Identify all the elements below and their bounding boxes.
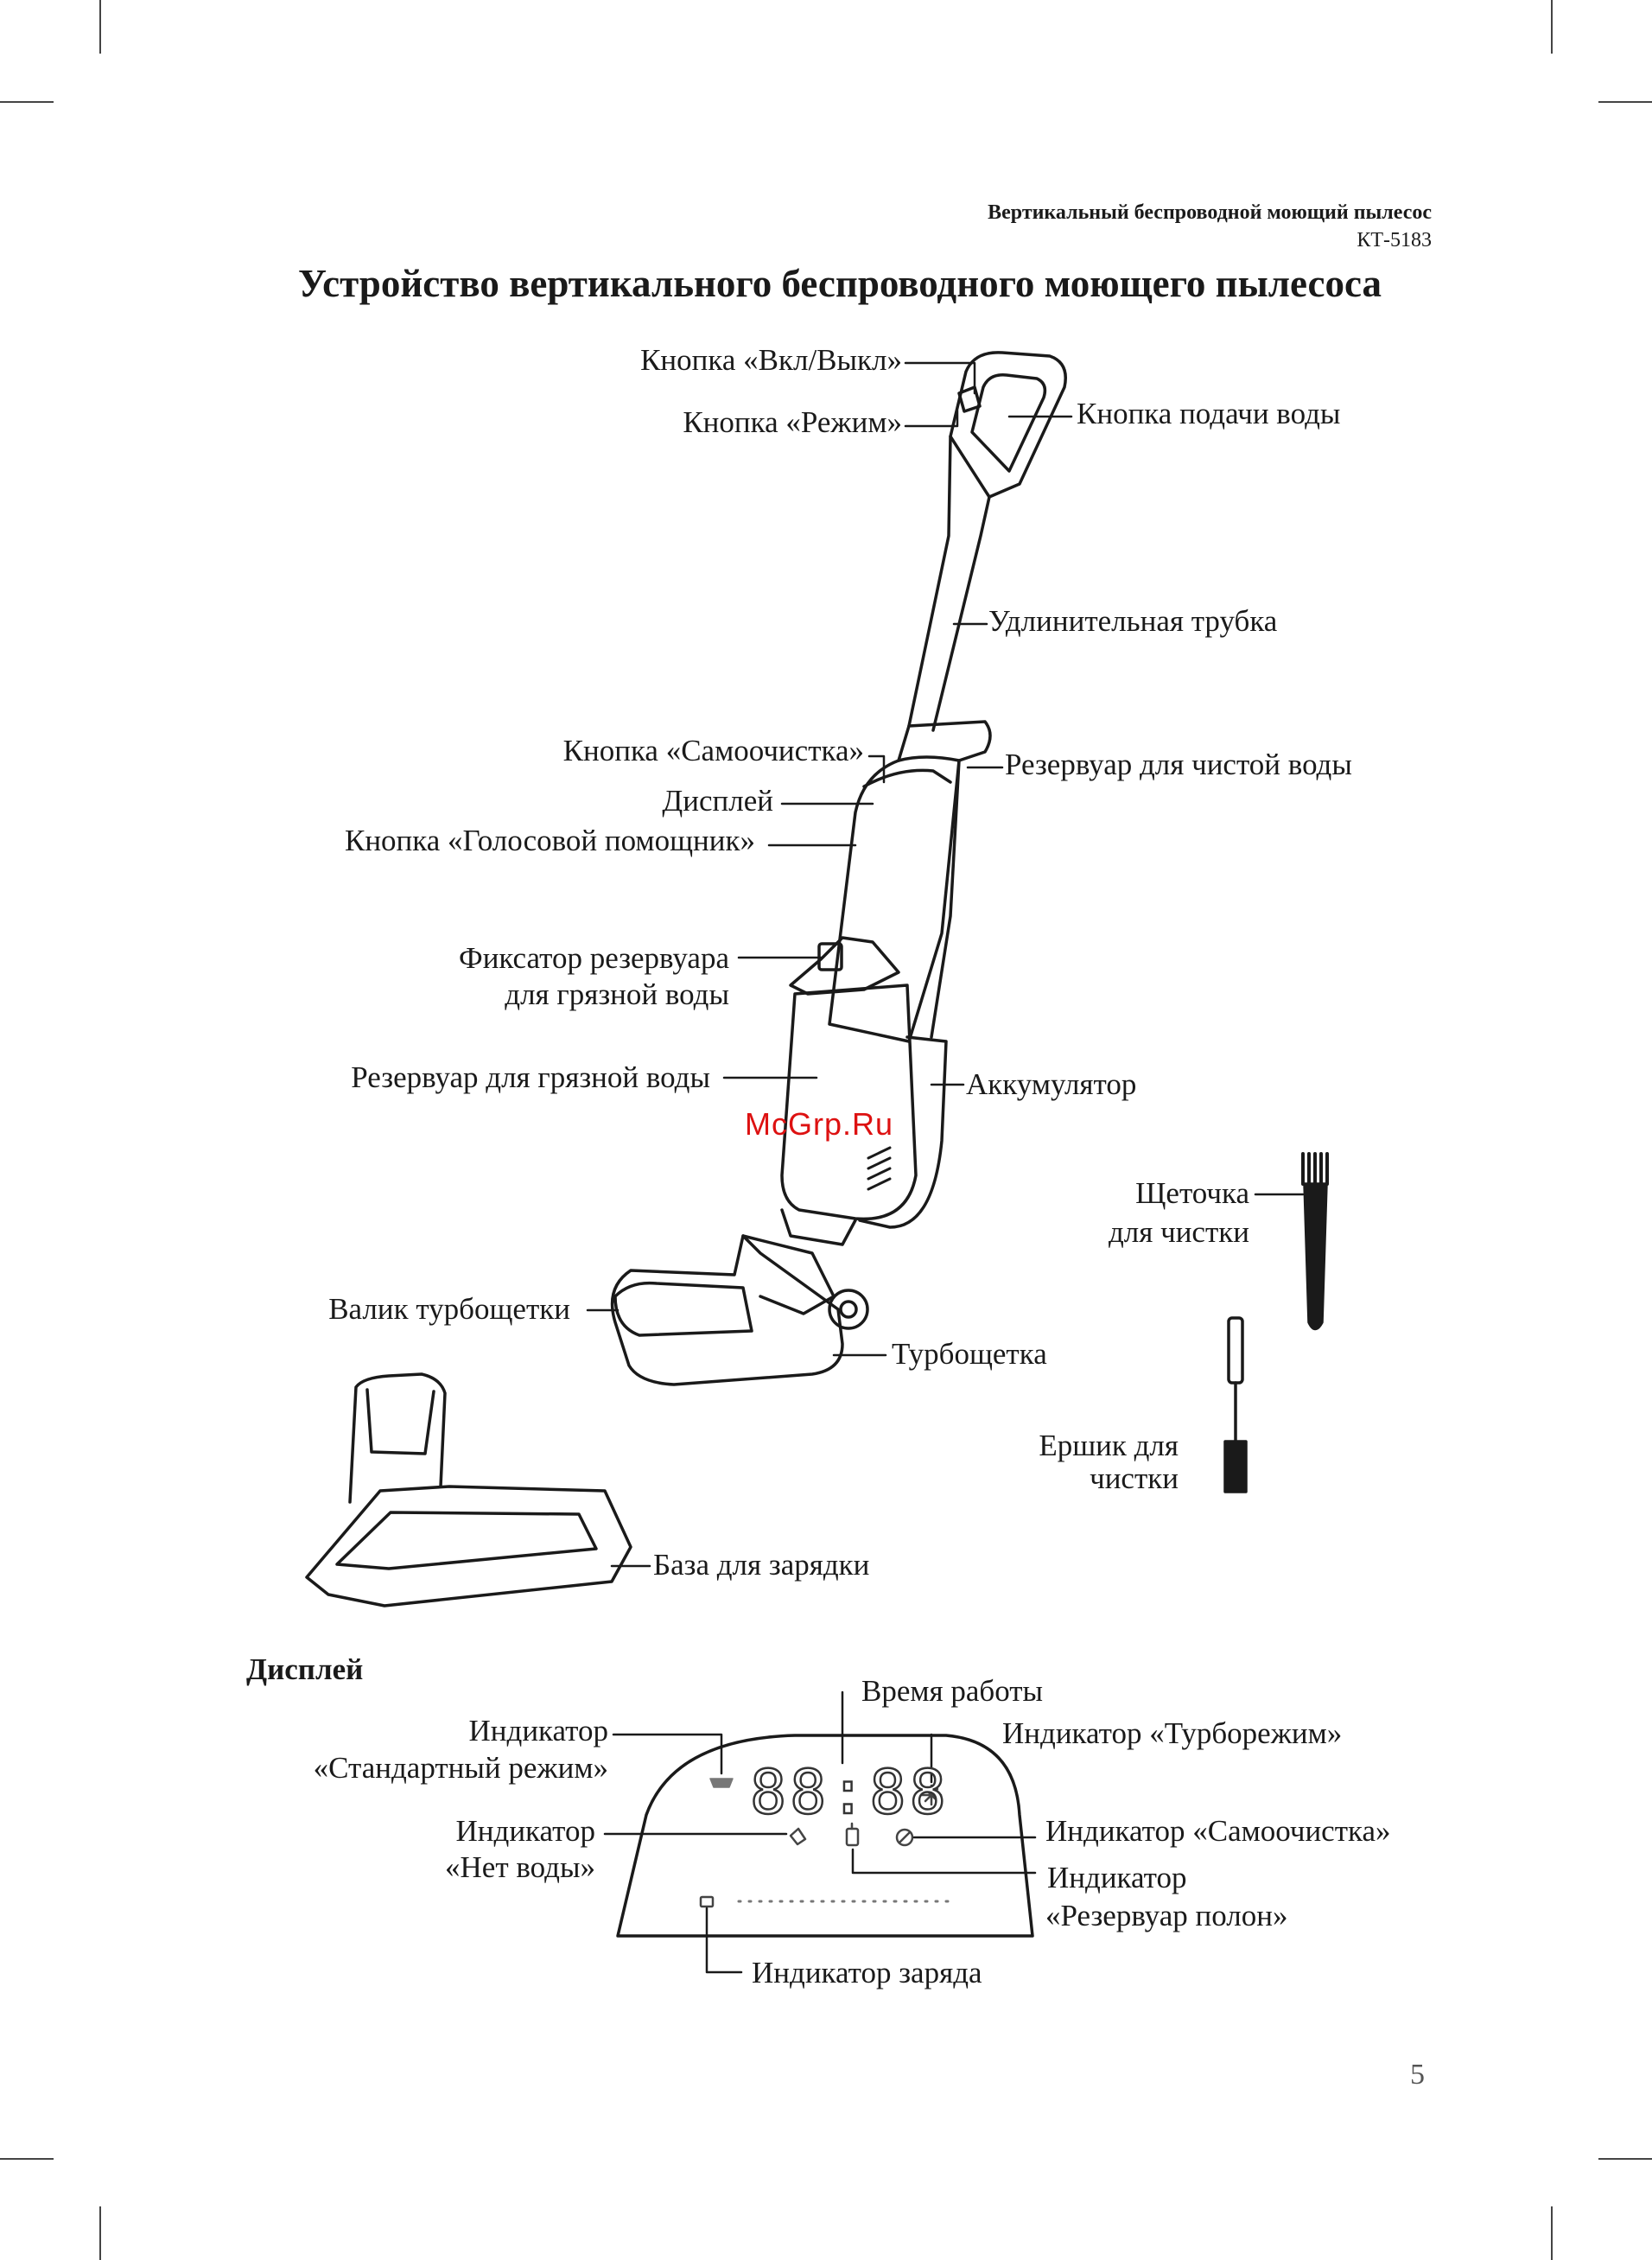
label-mode-button: Кнопка «Режим» (683, 405, 902, 439)
base-post (348, 1372, 447, 1504)
handle-inner (970, 373, 1047, 473)
label-brush-line2: для чистки (1108, 1215, 1249, 1249)
crop-mark (1598, 101, 1652, 103)
header-product: Вертикальный беспроводной моющий пылесос (988, 201, 1432, 224)
display-outline (616, 1734, 1034, 1938)
tank-full-icon (845, 1822, 860, 1847)
crop-mark (1551, 2206, 1553, 2260)
cleaning-brush-handle (1303, 1182, 1328, 1331)
neck (780, 1208, 857, 1246)
label-latch-line1: Фиксатор резервуара (459, 941, 729, 975)
page-number: 5 (1410, 2059, 1425, 2091)
label-latch-line2: для грязной воды (505, 977, 729, 1011)
handle-button (957, 385, 982, 413)
display-digits: 88:88 (749, 1756, 950, 1830)
roller (613, 1281, 753, 1337)
no-water-icon (789, 1827, 807, 1846)
main-body (828, 755, 961, 1043)
label-roller: Валик турбощетки (328, 1292, 570, 1326)
label-turbo-indicator: Индикатор «Турборежим» (1002, 1716, 1343, 1750)
cleaning-brush-bristles (1301, 1152, 1329, 1186)
crop-mark (99, 2206, 101, 2260)
label-tank-full-line1: Индикатор (1047, 1861, 1187, 1894)
header-model: КТ-5183 (1357, 229, 1432, 251)
label-water-button: Кнопка подачи воды (1077, 397, 1341, 430)
display-top (862, 768, 952, 788)
label-extension-tube: Удлинительная трубка (988, 604, 1278, 638)
base-plate (305, 1485, 632, 1607)
label-brush-line1: Щеточка (1135, 1176, 1249, 1210)
crop-mark (0, 101, 54, 103)
label-selfclean-button: Кнопка «Самоочистка» (562, 734, 864, 767)
label-dirty-tank: Резервуар для грязной воды (351, 1060, 710, 1094)
base-inner (335, 1511, 598, 1570)
latch (789, 936, 900, 996)
wheel-hub (839, 1300, 858, 1319)
label-pipe-cleaner-line1: Ершик для (1039, 1429, 1179, 1462)
turbo-head (610, 1234, 844, 1386)
label-tank-full-line2: «Резервуар полон» (1045, 1899, 1288, 1932)
label-charging-base: База для зарядки (653, 1548, 870, 1582)
dirty-tank (780, 984, 918, 1221)
label-voice-button: Кнопка «Голосовой помощник» (344, 824, 755, 857)
crop-mark (1598, 2158, 1652, 2160)
label-nowater-line1: Индикатор (455, 1814, 595, 1848)
standard-mode-icon (709, 1778, 734, 1788)
charge-icon (699, 1895, 715, 1908)
page-title: Устройство вертикального беспроводного м… (298, 262, 1382, 305)
crop-mark (99, 0, 101, 54)
label-nowater-line2: «Нет воды» (445, 1850, 595, 1884)
watermark: McGrp.Ru (745, 1106, 894, 1142)
section-title-display: Дисплей (246, 1652, 364, 1686)
label-pipe-cleaner-line2: чистки (1090, 1461, 1179, 1495)
crop-mark (1551, 0, 1553, 54)
battery (858, 1035, 948, 1229)
battery-vents (867, 1146, 892, 1191)
label-clean-tank: Резервуар для чистой воды (1005, 748, 1352, 781)
pipe-cleaner-brush (1223, 1440, 1248, 1493)
label-standard-line2: «Стандартный режим» (313, 1751, 608, 1785)
tube (907, 435, 991, 732)
label-battery: Аккумулятор (966, 1067, 1137, 1101)
label-runtime: Время работы (861, 1674, 1044, 1708)
selfclean-icon (895, 1828, 914, 1847)
label-selfclean-indicator: Индикатор «Самоочистка» (1045, 1814, 1391, 1848)
wheel (828, 1289, 869, 1330)
label-turbo-brush: Турбощетка (892, 1337, 1047, 1371)
crop-mark (0, 2158, 54, 2160)
turbo-mode-icon (920, 1784, 943, 1806)
base-holder (365, 1388, 435, 1455)
label-display: Дисплей (662, 784, 773, 818)
label-standard-line1: Индикатор (468, 1714, 608, 1748)
pipe-cleaner-handle (1227, 1316, 1244, 1385)
label-power-button: Кнопка «Вкл/Выкл» (640, 343, 902, 377)
label-charge-indicator: Индикатор заряда (752, 1956, 982, 1989)
upper-body (897, 720, 992, 1039)
